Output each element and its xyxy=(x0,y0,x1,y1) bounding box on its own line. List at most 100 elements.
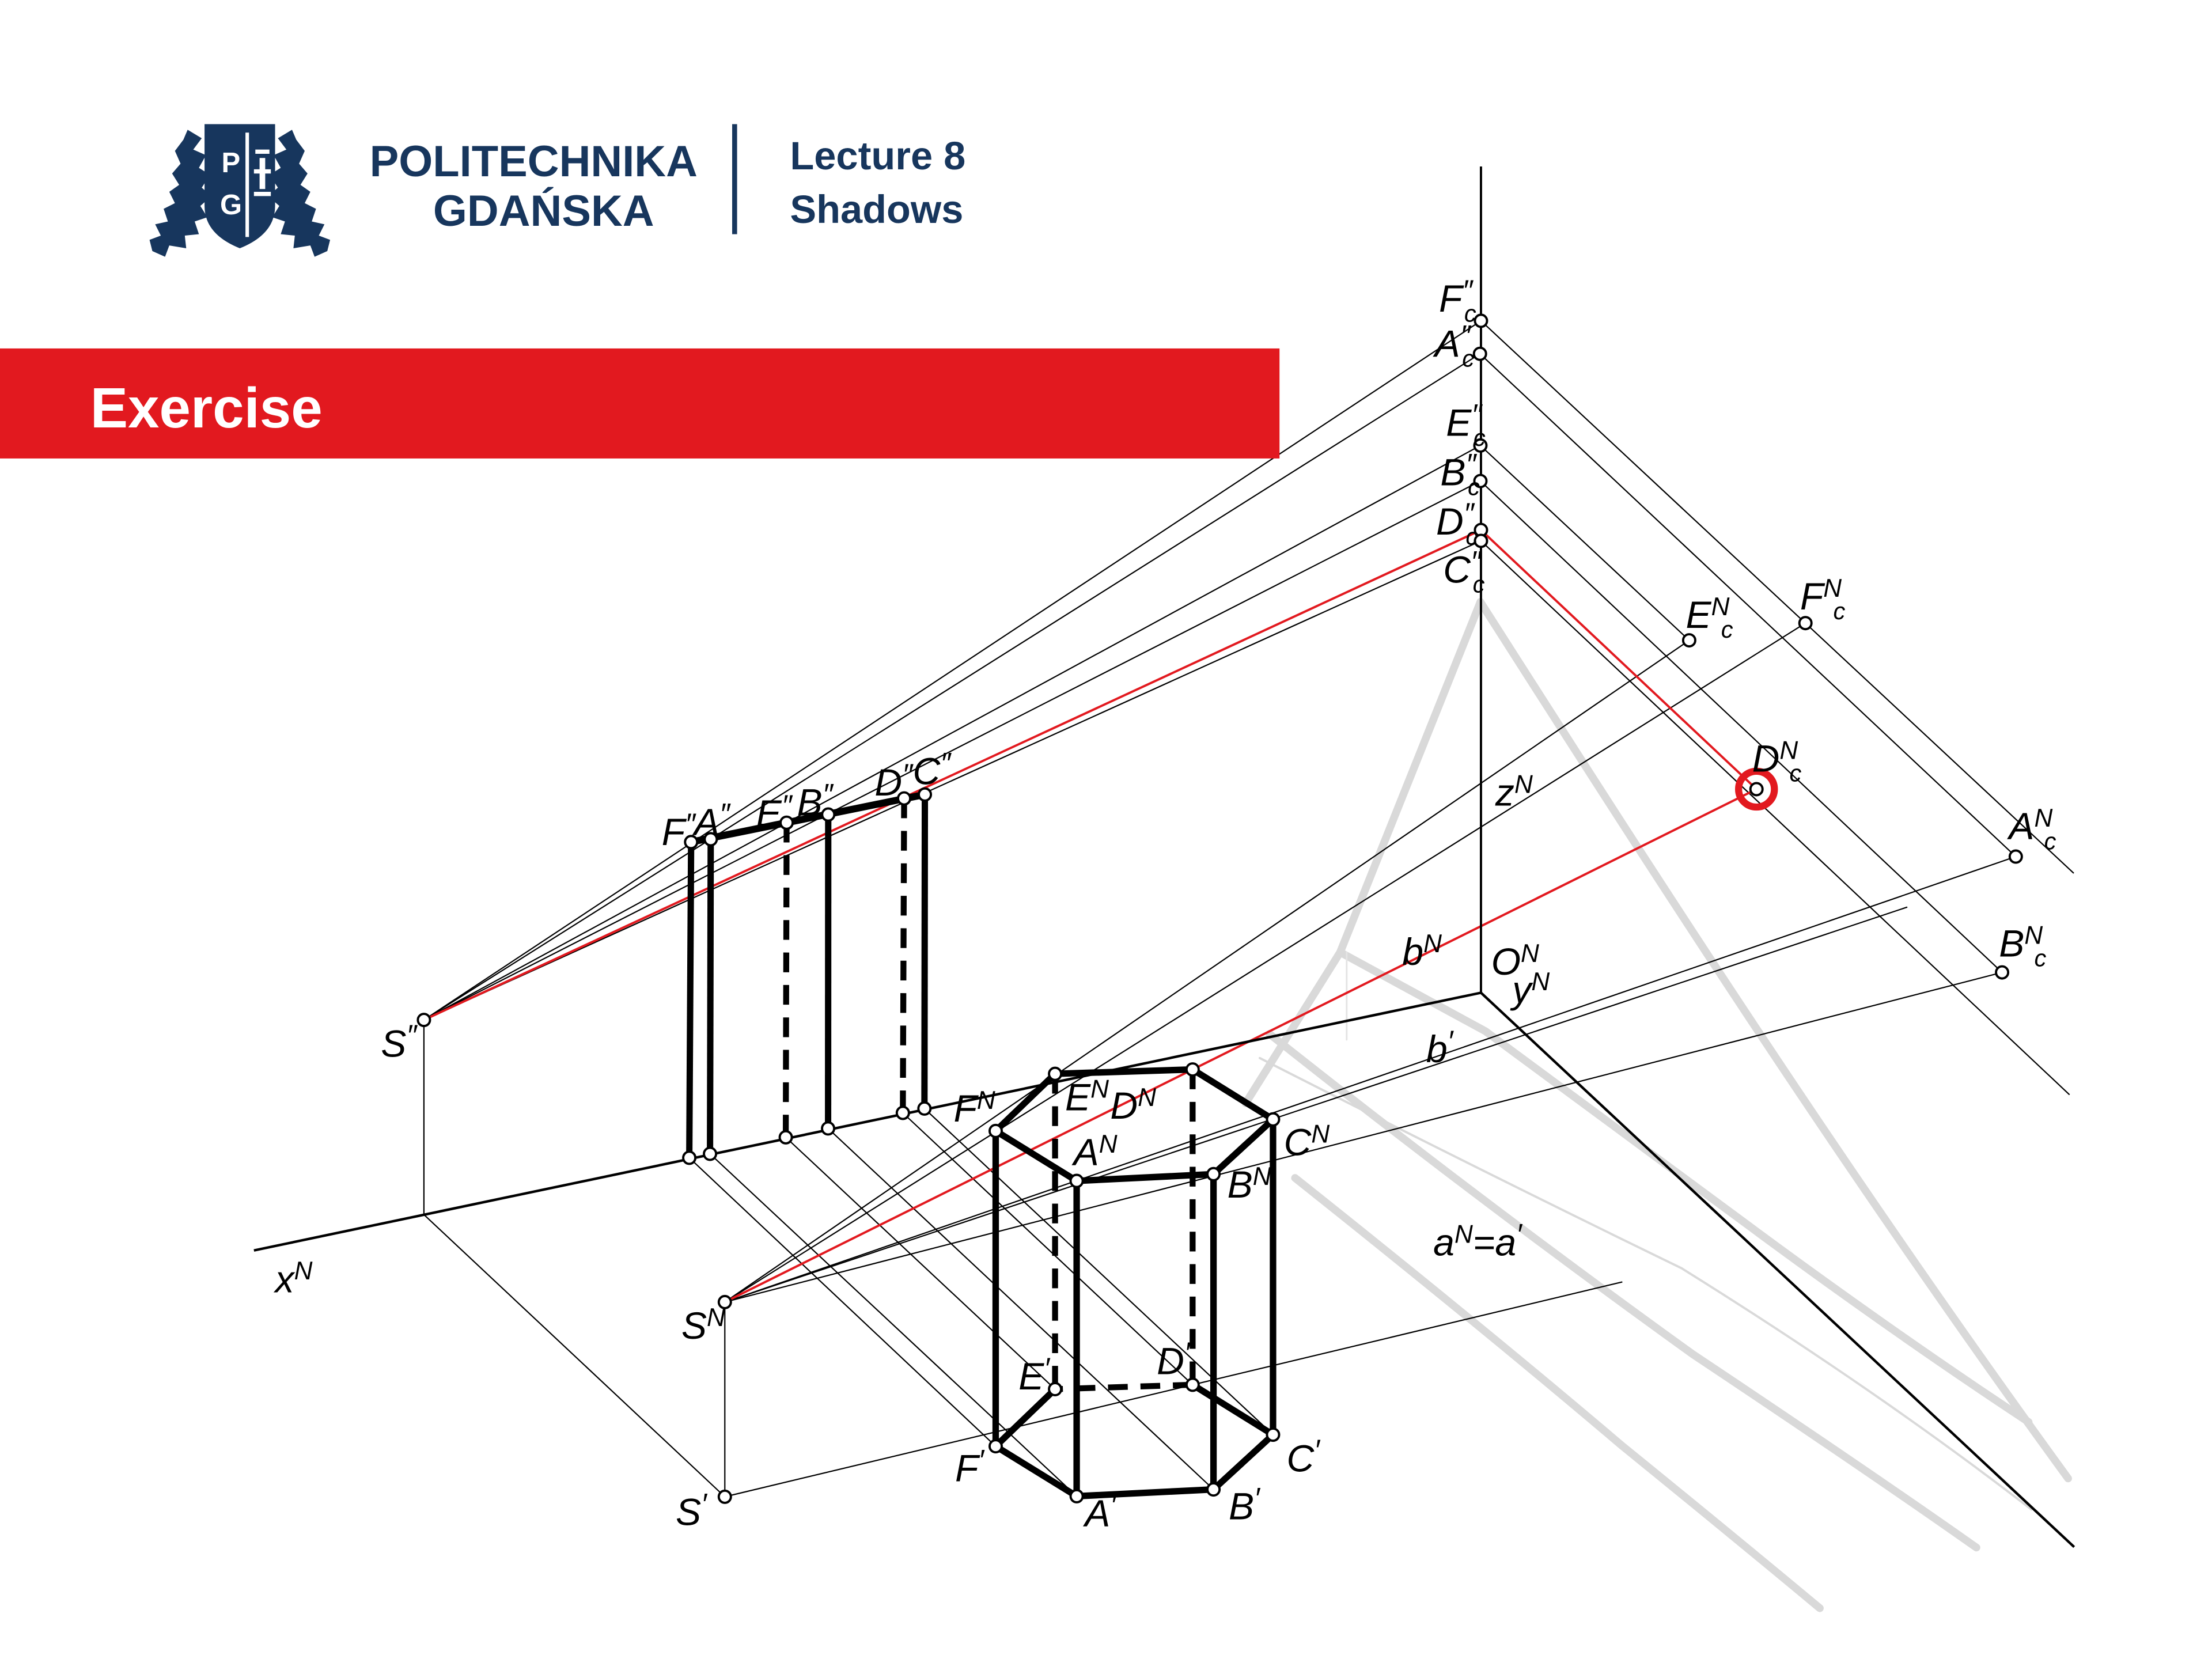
point-ANc xyxy=(2008,849,2023,864)
label-C2: C″ xyxy=(912,746,952,793)
point-A2c xyxy=(1472,346,1487,361)
label-BN: BN xyxy=(1228,1162,1271,1206)
ray-SN-ENc xyxy=(724,639,1690,1303)
label-F1: F′ xyxy=(955,1443,985,1490)
point-F2t xyxy=(684,835,699,850)
prism-front-view xyxy=(686,791,929,1158)
label-E2: E″ xyxy=(756,789,793,836)
label-DN: DN xyxy=(1110,1084,1156,1127)
point-E2t xyxy=(779,815,794,830)
label-xN: xN xyxy=(274,1257,313,1301)
exercise-banner xyxy=(0,348,1280,459)
point-B2c xyxy=(1473,474,1488,488)
front-edge-F xyxy=(686,842,695,1158)
label-FN: FN xyxy=(954,1086,995,1130)
point-A2b xyxy=(703,1146,718,1161)
S-transfer xyxy=(423,1214,726,1498)
ray-SN-ANc xyxy=(724,855,2016,1303)
gray-wall-right-leg xyxy=(1476,598,2072,1483)
prism-bottom-visible xyxy=(990,1382,1279,1500)
lecture-number: Lecture 8 xyxy=(790,134,965,178)
header-divider xyxy=(732,124,737,234)
pg-logo: P G xyxy=(149,124,331,257)
ray-SN-DNc-red xyxy=(724,788,1758,1304)
gray-ground-edge-3 xyxy=(1291,1174,1824,1612)
point-FN xyxy=(988,1123,1003,1138)
ray-SN-BNc xyxy=(725,972,2002,1303)
shield-crest-icon xyxy=(253,149,271,196)
point-C2b xyxy=(917,1101,932,1116)
transfer-A xyxy=(1479,353,2017,857)
label-EN: EN xyxy=(1065,1075,1109,1119)
label-S2: S″ xyxy=(381,1018,418,1066)
label-B1: B′ xyxy=(1229,1481,1261,1528)
front-top-edge xyxy=(690,791,926,846)
ray-S2-D2c-red xyxy=(423,529,1482,1021)
axes xyxy=(253,166,2075,1548)
gray-thin-edge xyxy=(1258,1056,2033,1511)
gray-ground-edge-1 xyxy=(1336,948,2033,1426)
point-E2c xyxy=(1473,438,1488,453)
point-A2t xyxy=(703,832,718,847)
front-edge-A xyxy=(707,839,714,1154)
point-S2 xyxy=(416,1013,431,1028)
gray-ground-edge-2 xyxy=(1266,1030,1980,1552)
transfer-B xyxy=(1480,480,2003,973)
point-C2t xyxy=(918,787,933,802)
point-E1 xyxy=(1048,1382,1063,1397)
label-AN: AN xyxy=(1071,1130,1118,1174)
plan-transfer-B xyxy=(827,1128,1214,1490)
label-S1: S′ xyxy=(676,1487,708,1534)
label-zN: zN xyxy=(1495,770,1533,814)
point-C2c xyxy=(1474,533,1488,548)
label-F2c: F″c xyxy=(1439,274,1476,327)
point-EN xyxy=(1048,1066,1063,1081)
point-BNc xyxy=(1995,965,2010,980)
ray-S2-C2c xyxy=(423,540,1482,1021)
transfer-D-red xyxy=(1480,529,1758,790)
ray-SN-FNc xyxy=(724,622,1806,1303)
point-BN xyxy=(1206,1166,1221,1181)
transfer-F xyxy=(1480,320,2074,874)
point-F1 xyxy=(988,1439,1003,1454)
ray-S2-A2c xyxy=(423,353,1480,1021)
point-B1 xyxy=(1206,1482,1221,1497)
banner-title: Exercise xyxy=(90,376,323,440)
front-edge-D-hidden xyxy=(900,798,907,1113)
lecture-topic: Shadows xyxy=(790,187,963,232)
point-D2t xyxy=(897,791,912,806)
university-name-line1: POLITECHNIKA xyxy=(370,137,698,186)
point-D2b xyxy=(895,1105,910,1120)
point-F2b xyxy=(682,1150,697,1165)
label-A2: A″ xyxy=(692,797,731,844)
shield-icon xyxy=(204,124,275,249)
ray-S2-E2c xyxy=(423,445,1481,1021)
points-layer xyxy=(416,313,2023,1504)
label-C1: C′ xyxy=(1286,1433,1321,1480)
point-A1 xyxy=(1069,1488,1084,1503)
label-SN: SN xyxy=(681,1304,725,1347)
label-CN: CN xyxy=(1284,1120,1330,1164)
ray-S2-F2c xyxy=(423,320,1482,1021)
logo-monogram-p: P xyxy=(221,147,240,179)
plan-transfer-A xyxy=(709,1153,1077,1497)
point-B2t xyxy=(821,807,836,822)
point-AN xyxy=(1069,1173,1084,1188)
label-bN: bN xyxy=(1402,930,1442,974)
point-CN xyxy=(1266,1112,1281,1127)
label-A2c: A″c xyxy=(1433,319,1475,372)
lion-left-icon xyxy=(149,130,212,257)
point-B2b xyxy=(821,1121,836,1136)
shield-divider xyxy=(245,132,249,237)
university-name-line2: GDAŃSKA xyxy=(433,187,654,236)
label-C2c: C″c xyxy=(1443,544,1484,598)
transfer-C xyxy=(1480,540,2070,1096)
label-ON: ON xyxy=(1491,940,1539,983)
point-E2b xyxy=(778,1130,793,1145)
label-B2c: B″c xyxy=(1440,447,1480,501)
